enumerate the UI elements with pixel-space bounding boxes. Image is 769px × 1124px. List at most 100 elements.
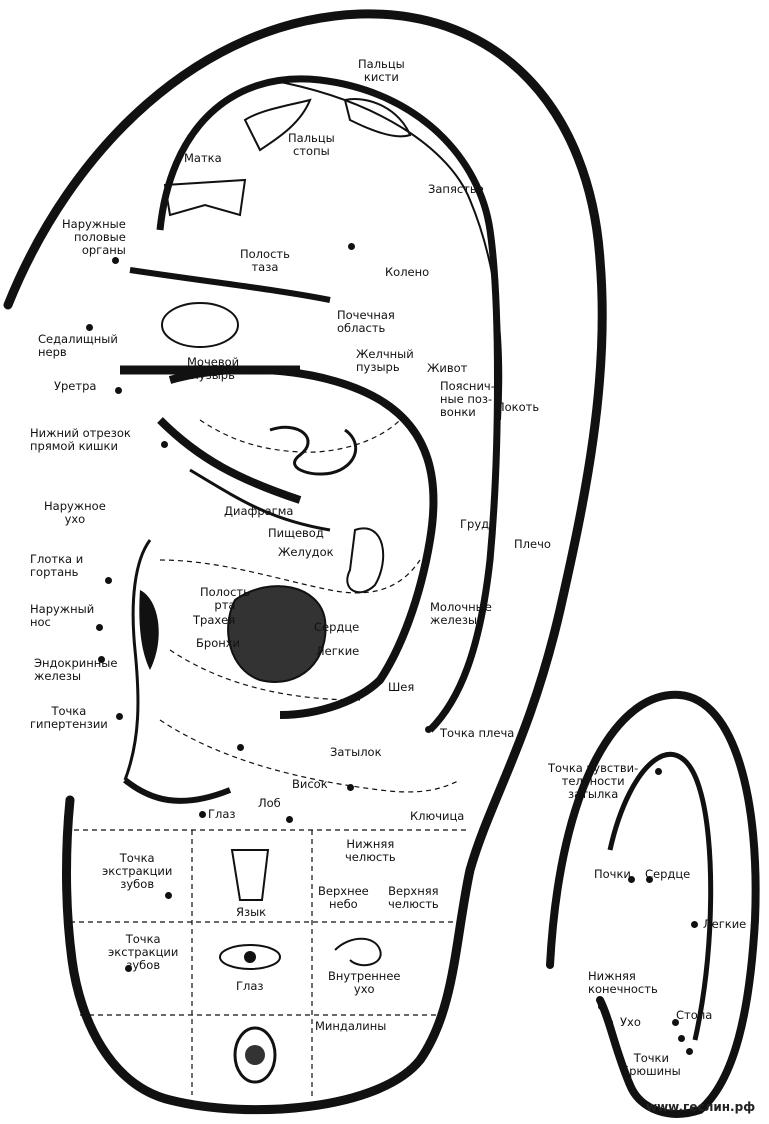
label-verkhnyaya-chelyust: Верхняя челюсть: [388, 884, 439, 911]
label-lob: Лоб: [258, 796, 281, 810]
label-serdtse: Сердце: [314, 620, 360, 634]
label-grud: Грудь: [460, 517, 496, 531]
label-zheludok: Желудок: [278, 545, 334, 559]
back-ear-inner: [607, 751, 714, 1041]
label-visok: Висок: [292, 777, 328, 791]
label-polost-rta: Полость рта: [200, 585, 250, 612]
hand-sketch: [343, 98, 412, 138]
label-nizhnyaya-chelyust: Нижняя челюсть: [345, 837, 396, 864]
uterus-sketch: [163, 178, 247, 217]
point-dot: [165, 892, 172, 899]
label-legkie: Легкие: [316, 644, 360, 658]
dashed-2: [199, 419, 401, 453]
foot-sketch: [243, 98, 312, 152]
eye-pupil-sketch: [244, 951, 256, 963]
point-dot: [598, 1003, 605, 1010]
intertragic: [123, 777, 232, 804]
dashed-4: [169, 649, 361, 701]
label-glaz-top: Глаз: [208, 807, 236, 821]
mouth-inner-sketch: [245, 1045, 265, 1065]
helix-outline: [3, 9, 607, 1115]
label-zhivot: Живот: [427, 361, 468, 375]
point-dot: [161, 441, 168, 448]
intestine-sketch: [269, 425, 358, 476]
label-uretra: Уретра: [54, 379, 97, 393]
label-pishchevod: Пищевод: [268, 526, 324, 540]
label-paltsy-stopy: Пальцы стопы: [288, 131, 335, 158]
point-dot: [628, 876, 635, 883]
point-dot: [115, 387, 122, 394]
label-diafragma: Диафрагма: [224, 504, 294, 518]
label-zhelchny: Желчный пузырь: [356, 347, 414, 374]
mouth-sketch: [233, 1026, 277, 1084]
point-dot: [691, 921, 698, 928]
inner-ear-sketch: [334, 937, 382, 967]
back-label-legkie: Легкие: [703, 917, 747, 931]
point-dot: [86, 324, 93, 331]
label-glaz-lobe: Глаз: [236, 979, 264, 993]
back-label-ukho: Ухо: [620, 1015, 641, 1029]
point-dot: [112, 257, 119, 264]
label-naruzhnye-polovye: Наружные половые органы: [62, 217, 126, 257]
label-mindaliny: Миндалины: [315, 1019, 387, 1033]
point-dot: [286, 816, 293, 823]
label-nizhny-otrezok: Нижний отрезок прямой кишки: [30, 426, 131, 453]
point-dot: [199, 811, 206, 818]
back-label-pochki: Почки: [594, 867, 631, 881]
label-sheya: Шея: [388, 680, 415, 694]
label-matka: Матка: [184, 151, 222, 165]
label-paltsy-kisti: Пальцы кисти: [358, 57, 405, 84]
point-dot: [348, 243, 355, 250]
lungs-sketch: [227, 585, 327, 683]
point-dot: [655, 768, 662, 775]
label-zatylok: Затылок: [330, 745, 382, 759]
label-bronhi: Бронхи: [196, 636, 241, 650]
label-sedalishchny: Седалищный нерв: [38, 332, 118, 359]
tongue-sketch: [230, 849, 270, 901]
eye-sketch: [219, 944, 281, 970]
label-plecho: Плечо: [514, 537, 551, 551]
label-tochka-ekstraktsii-1: Точка экстракции зубов: [102, 851, 173, 891]
label-vnutrennee-ukho: Внутреннее ухо: [328, 969, 401, 996]
label-molochnye: Молочные железы: [430, 600, 492, 627]
back-label-tochka-chuvstvitelnosti: Точка чувстви- тельности затылка: [548, 761, 639, 801]
point-dot: [678, 1035, 685, 1042]
label-pochechnaya: Почечная область: [337, 308, 395, 335]
label-lokot: Локоть: [496, 400, 540, 414]
label-endokrinnye: Эндокринные железы: [34, 656, 118, 683]
label-klyuchitsa: Ключица: [410, 809, 465, 823]
back-label-stopa: Стопа: [676, 1008, 713, 1022]
point-dot: [105, 577, 112, 584]
label-tochka-ekstraktsii-2: Точка экстракции зубов: [108, 932, 179, 972]
label-mochevoy: Мочевой пузырь: [187, 355, 240, 382]
fossa-line-upper: [129, 267, 331, 303]
label-naruzhnoe-ukho: Наружное ухо: [44, 499, 106, 526]
label-yazyk: Язык: [236, 905, 267, 919]
concha-boundary: [168, 365, 438, 719]
point-dot: [672, 1019, 679, 1026]
point-dot: [125, 965, 132, 972]
point-dot: [425, 726, 432, 733]
stomach-sketch: [346, 527, 385, 594]
point-dot: [98, 656, 105, 663]
point-dot: [237, 744, 244, 751]
tragus-outline: [123, 539, 152, 781]
point-dot: [96, 624, 103, 631]
antihelix-outer: [156, 75, 501, 733]
scapha-line: [269, 79, 503, 421]
dashed-1: [159, 559, 421, 594]
crus-line-2: [189, 468, 331, 532]
label-tochka-gipertenzii: Точка гипертензии: [30, 704, 108, 731]
back-label-tochki-bryushiny: Точки брюшины: [622, 1051, 681, 1078]
point-dot: [686, 1048, 693, 1055]
label-traheya: Трахея: [193, 613, 236, 627]
label-koleno: Колено: [385, 265, 430, 279]
point-dot: [606, 1019, 613, 1026]
back-label-serdtse: Сердце: [645, 867, 691, 881]
watermark: www.геслин.рф: [646, 1100, 756, 1114]
point-dot: [116, 713, 123, 720]
pelvis-sketch: [161, 302, 239, 348]
point-dot: [347, 784, 354, 791]
crus-helicis: [157, 417, 302, 504]
label-tochka-plecha: Точка плеча: [440, 726, 515, 740]
